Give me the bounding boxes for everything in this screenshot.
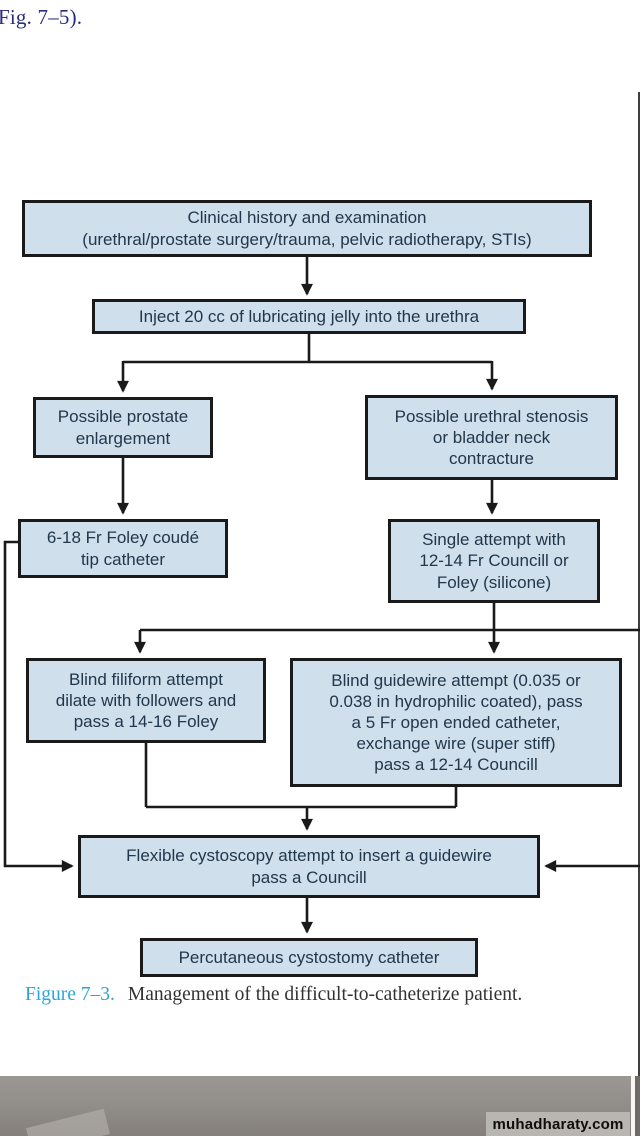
page-header-text: Fig. 7–5). [0,5,83,29]
photo-right-sliver [635,1076,640,1136]
figure-caption: Figure 7–3. Management of the difficult-t… [25,984,631,1006]
node-urethral-stenosis: Possible urethral stenosis or bladder ne… [365,395,618,480]
figure-caption-number: Figure 7–3. [25,984,115,1005]
node-clinical-history: Clinical history and examination (urethr… [22,200,592,257]
node-inject-jelly-label: Inject 20 cc of lubricating jelly into t… [138,306,480,326]
node-blind-guidewire: Blind guidewire attempt (0.035 or 0.038 … [290,658,622,787]
connector-left-route-to-cystoscopy [3,540,74,872]
node-flexible-cystoscopy: Flexible cystoscopy attempt to insert a … [78,835,540,898]
node-percutaneous-cystostomy-label: Percutaneous cystostomy catheter [178,947,440,967]
node-prostate-enlargement-label: Possible prostate enlargement [57,407,189,448]
node-blind-filiform-label: Blind filiform attempt dilate with follo… [55,669,237,732]
node-urethral-stenosis-label: Possible urethral stenosis or bladder ne… [394,406,589,469]
node-percutaneous-cystostomy: Percutaneous cystostomy catheter [140,938,478,977]
node-blind-guidewire-label: Blind guidewire attempt (0.035 or 0.038 … [329,670,583,775]
bottom-photo-strip: muhadharaty.com [0,1076,640,1136]
photo-highlight-patch [26,1108,110,1136]
watermark-badge: muhadharaty.com [486,1112,630,1136]
node-blind-filiform: Blind filiform attempt dilate with follo… [26,658,266,743]
node-clinical-history-label: Clinical history and examination (urethr… [82,208,532,249]
node-flexible-cystoscopy-label: Flexible cystoscopy attempt to insert a … [126,846,492,887]
node-inject-jelly: Inject 20 cc of lubricating jelly into t… [92,299,526,334]
node-foley-coude: 6-18 Fr Foley coudé tip catheter [18,519,228,578]
node-prostate-enlargement: Possible prostate enlargement [33,397,213,458]
photo-white-stripe [631,1076,635,1136]
node-single-attempt-label: Single attempt with 12-14 Fr Councill or… [419,530,569,592]
page-scan-edge-line [638,92,640,1076]
node-single-attempt: Single attempt with 12-14 Fr Councill or… [388,519,600,603]
watermark-text: muhadharaty.com [492,1115,624,1133]
figure-caption-text: Management of the difficult-to-catheteri… [127,984,523,1005]
node-foley-coude-label: 6-18 Fr Foley coudé tip catheter [46,528,200,569]
